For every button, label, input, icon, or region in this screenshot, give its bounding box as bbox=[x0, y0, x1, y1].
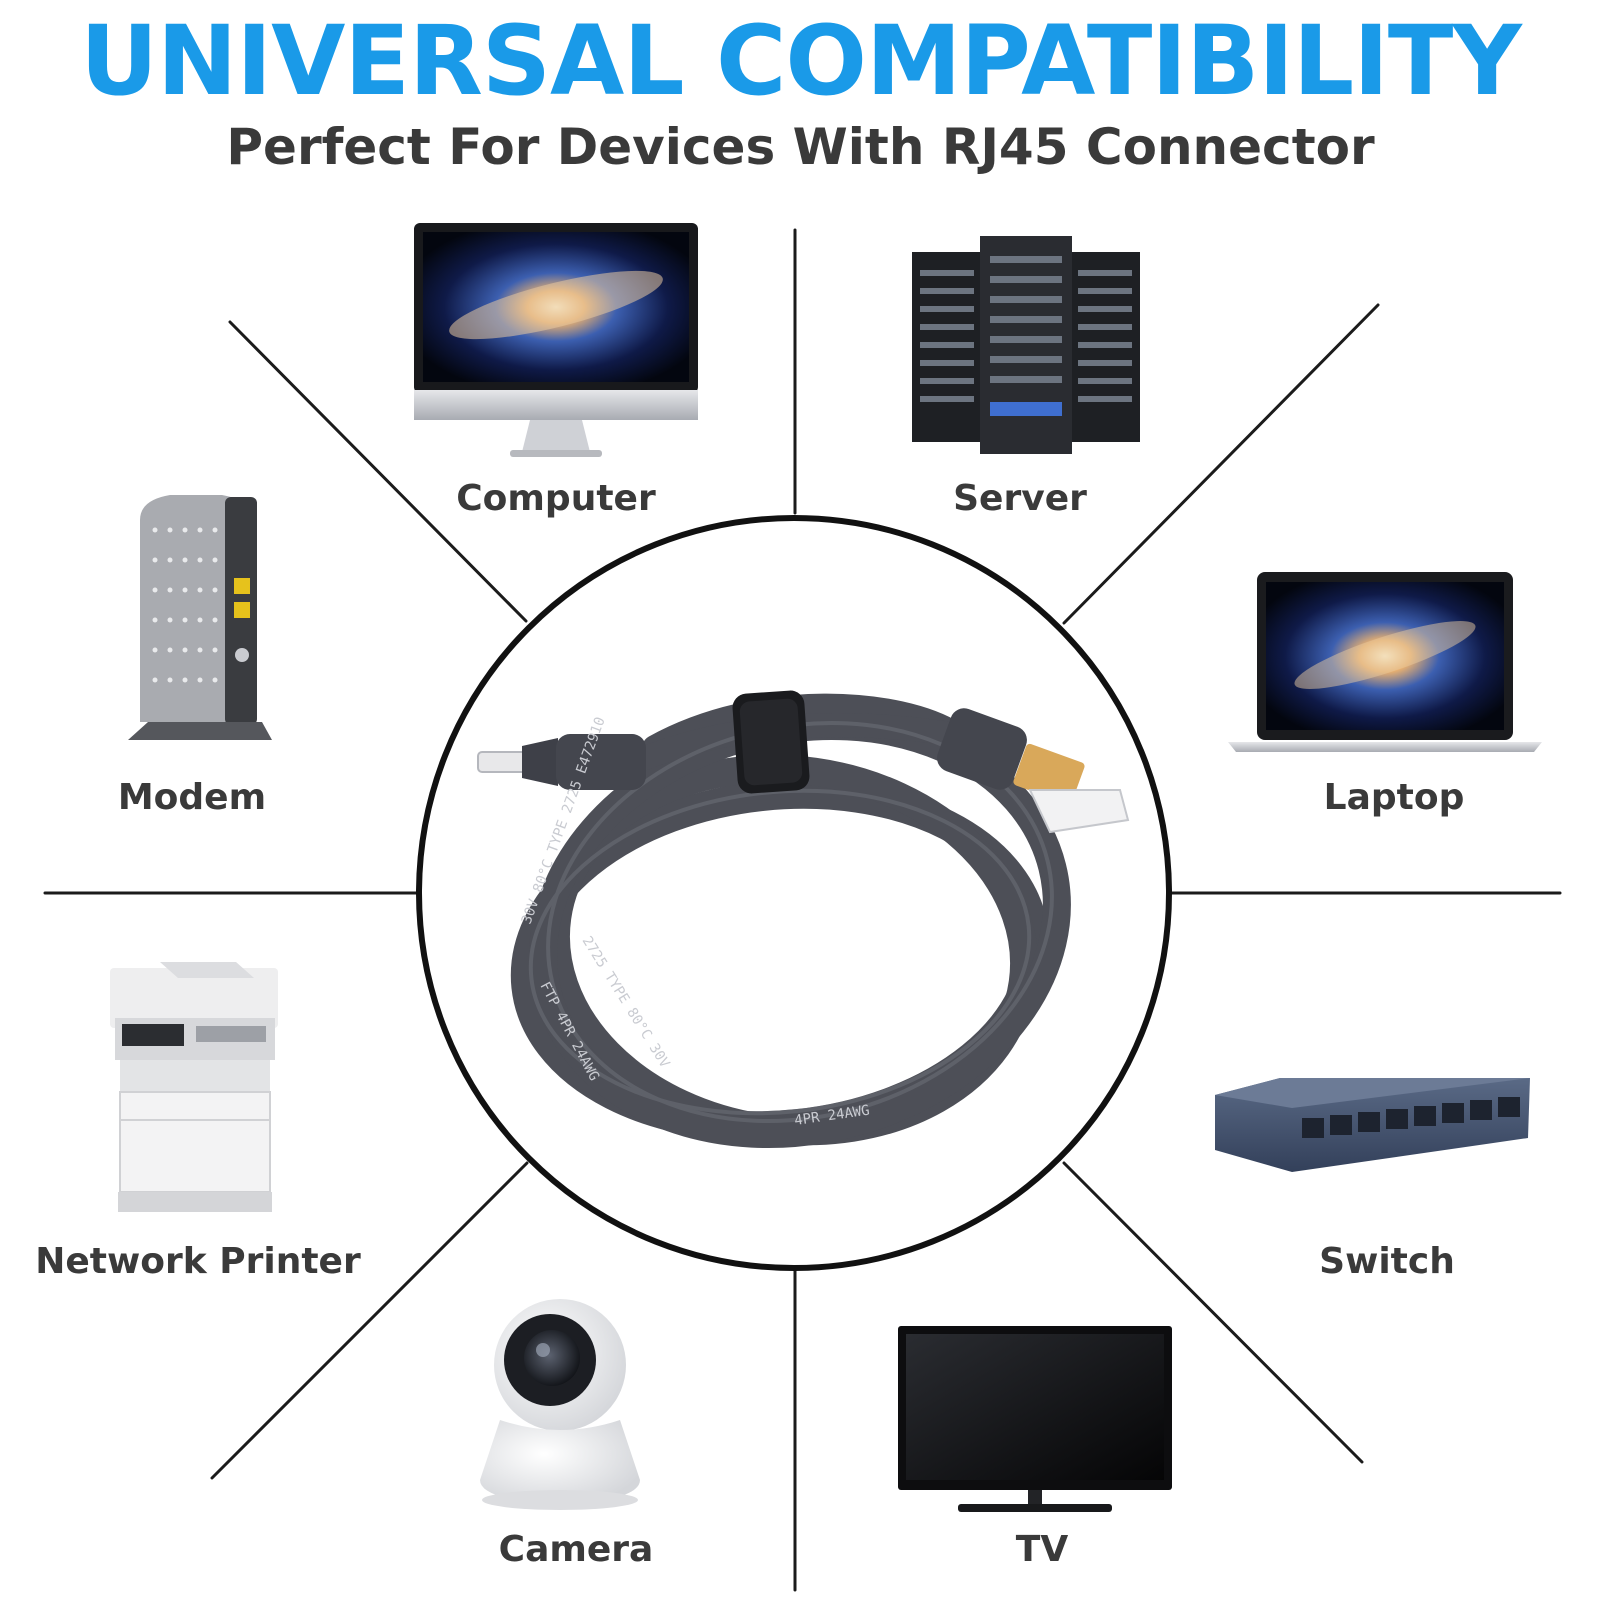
device-label-computer: Computer bbox=[456, 478, 656, 519]
ethernet-cable: 4PR 24AWG FTP 4PR 24AWG 2725 TYPE 80°C 3… bbox=[477, 690, 1130, 1148]
divider-bottom-right bbox=[1062, 1161, 1364, 1464]
velcro-strap bbox=[732, 690, 810, 794]
divider-bottom-left bbox=[210, 1161, 529, 1480]
device-label-modem: Modem bbox=[117, 777, 267, 818]
divider-lines bbox=[43, 228, 1562, 1592]
divider-top-left bbox=[228, 320, 528, 623]
device-label-switch: Switch bbox=[1319, 1241, 1455, 1282]
page-subtitle: Perfect For Devices With RJ45 Connector bbox=[226, 118, 1375, 176]
camera-image bbox=[480, 1299, 640, 1510]
server-image bbox=[912, 236, 1140, 454]
page-title: UNIVERSAL COMPATIBILITY bbox=[80, 5, 1522, 117]
device-label-camera: Camera bbox=[498, 1529, 654, 1570]
device-label-tv: TV bbox=[1015, 1529, 1069, 1570]
computer-image bbox=[414, 223, 698, 457]
laptop-image bbox=[1228, 572, 1542, 752]
device-label-network-printer: Network Printer bbox=[35, 1241, 361, 1282]
switch-image bbox=[1215, 1078, 1530, 1172]
divider-top-right bbox=[1062, 303, 1380, 625]
network-printer-image bbox=[110, 962, 278, 1212]
left-connector bbox=[477, 734, 646, 790]
modem-image bbox=[128, 495, 272, 740]
device-label-server: Server bbox=[953, 478, 1087, 519]
right-connector bbox=[937, 708, 1130, 834]
tv-image bbox=[898, 1326, 1172, 1512]
device-label-laptop: Laptop bbox=[1323, 777, 1465, 818]
